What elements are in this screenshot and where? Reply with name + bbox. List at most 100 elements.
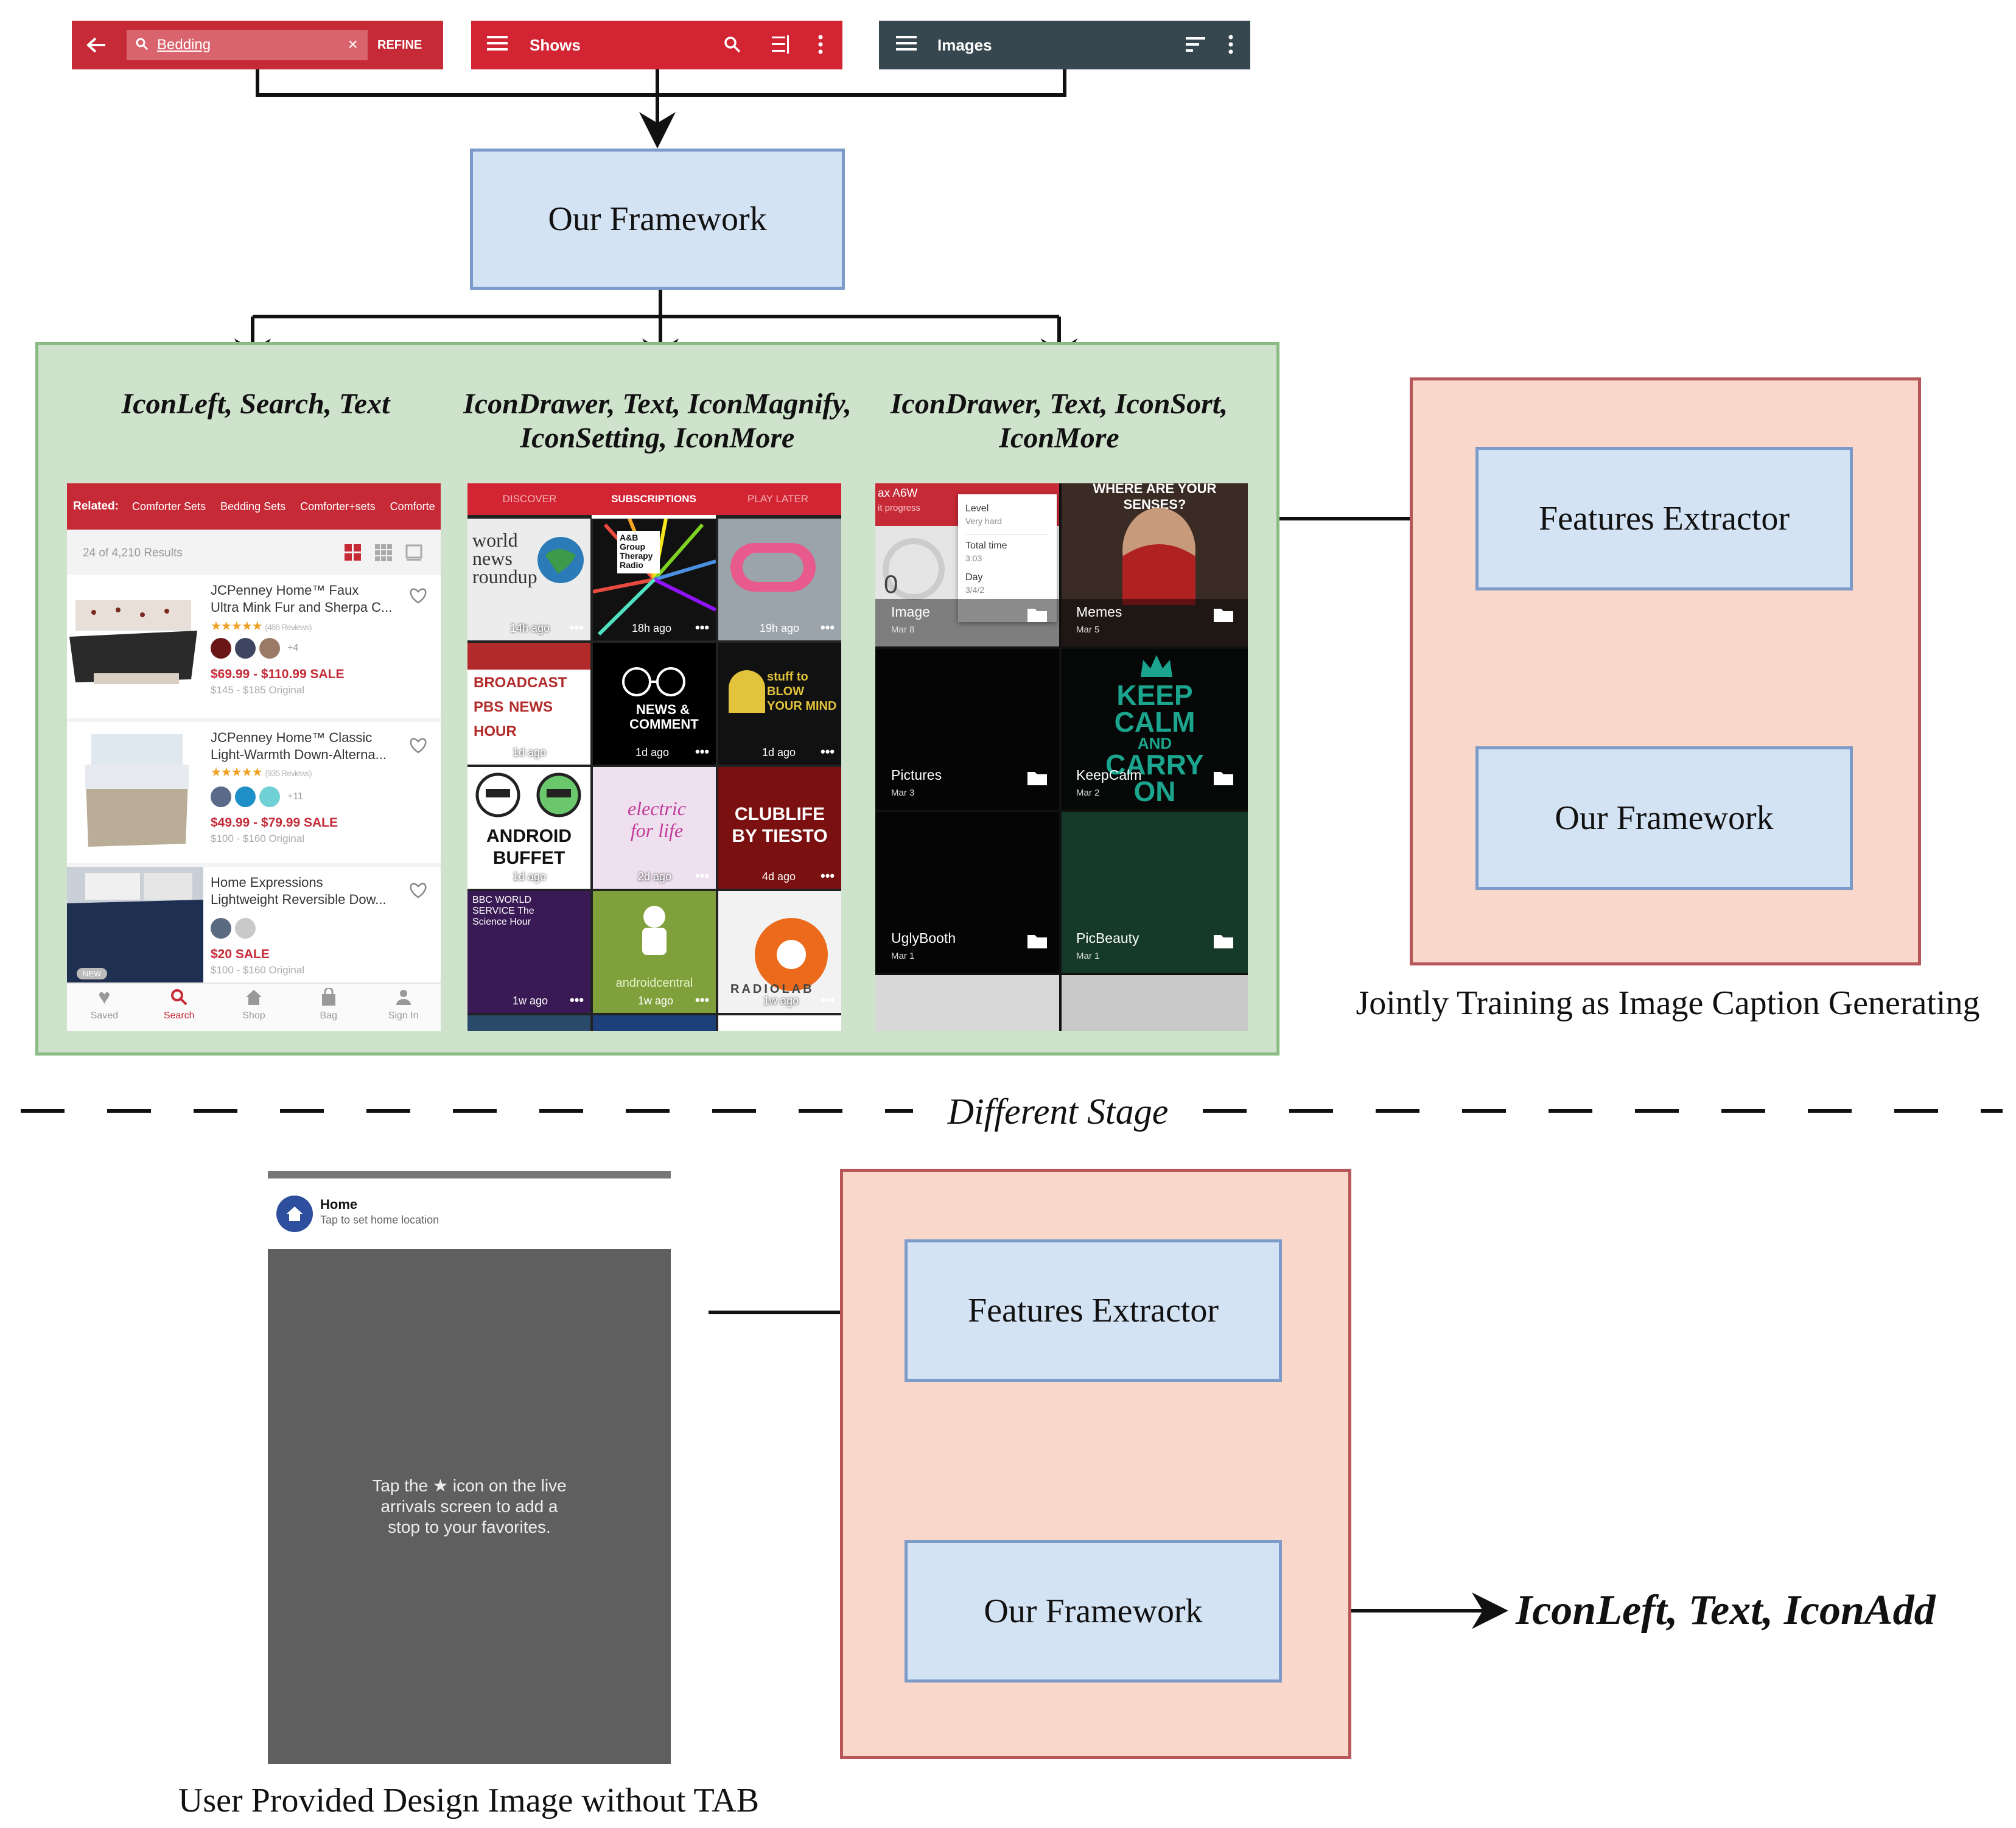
tab-play-later[interactable]: PLAY LATER — [747, 493, 809, 505]
search-input[interactable]: Bedding × — [127, 30, 368, 60]
home-icon[interactable] — [276, 1196, 313, 1232]
podcast-tile-partial[interactable] — [593, 1015, 716, 1031]
podcast-tile[interactable]: FULL BROADCAST PBS NEWS HOUR 1d ago ••• — [467, 643, 590, 765]
podcast-tile[interactable]: 19h ago ••• — [718, 519, 841, 640]
more-icon[interactable]: ••• — [821, 620, 835, 635]
podcast-art: androidcentral — [615, 976, 693, 990]
tab-subscriptions[interactable]: SUBSCRIPTIONS — [611, 493, 696, 505]
menu-icon[interactable] — [487, 35, 508, 55]
toolbar-jcp: Bedding × REFINE — [72, 21, 443, 69]
product-original: $100 - $160 Original — [211, 964, 305, 976]
folder-tile-partial[interactable] — [1062, 975, 1248, 1031]
screenshot-podcasts: DISCOVER SUBSCRIPTIONS PLAY LATER world … — [467, 483, 841, 1031]
more-icon[interactable]: ••• — [821, 868, 835, 883]
nav-shop[interactable]: Shop — [217, 984, 292, 1031]
heart-icon[interactable] — [409, 587, 427, 607]
more-icon[interactable]: ••• — [570, 620, 584, 635]
folder-tile[interactable]: PicBeauty Mar 1 — [1062, 812, 1248, 973]
more-icon[interactable]: ••• — [695, 868, 710, 883]
color-swatches[interactable]: +4 — [211, 638, 298, 659]
rating-stars: ★★★★★ (486 Reviews) — [211, 620, 312, 633]
sort-icon[interactable] — [1186, 37, 1205, 57]
heart-icon[interactable] — [409, 881, 427, 902]
podcast-tile[interactable]: androidcentral 1w ago ••• — [593, 891, 716, 1013]
search-value: Bedding — [157, 37, 211, 53]
podcast-art: BBC WORLD SERVICE The Science Hour — [472, 895, 534, 927]
caption-middle: IconDrawer, Text, IconMagnify, IconSetti… — [450, 387, 864, 455]
folder-name: Memes — [1076, 604, 1122, 620]
podcast-tile[interactable]: stuff to BLOW YOUR MIND 1d ago ••• — [718, 643, 841, 765]
product-original: $100 - $160 Original — [211, 833, 305, 844]
product-price: $20 SALE — [211, 947, 270, 961]
crown-icon — [1138, 653, 1175, 682]
podcast-tile[interactable]: NEWS & COMMENT 1d ago ••• — [593, 643, 716, 765]
more-icon[interactable]: ••• — [695, 744, 710, 759]
color-swatches[interactable] — [211, 918, 256, 939]
nav-saved[interactable]: ♥Saved — [67, 984, 142, 1031]
podcast-tile-partial[interactable] — [718, 1015, 841, 1031]
folder-tile[interactable]: Pictures Mar 3 — [875, 649, 1059, 810]
podcast-tile[interactable]: ANDROID BUFFET 1d ago ••• — [467, 767, 590, 889]
more-icon[interactable]: ••• — [570, 868, 584, 883]
related-chip[interactable]: Comforter+sets — [300, 500, 376, 513]
design-header: Home Tap to set home location — [268, 1178, 671, 1249]
podcast-tile-partial[interactable] — [467, 1015, 590, 1031]
podcast-tile[interactable]: electric for life 2d ago ••• — [593, 767, 716, 889]
heart-icon[interactable] — [409, 737, 427, 757]
training-caption: Jointly Training as Image Caption Genera… — [1356, 984, 1980, 1022]
podcast-tile[interactable]: BBC WORLD SERVICE The Science Hour 1w ag… — [467, 891, 590, 1013]
more-icon[interactable]: ••• — [821, 992, 835, 1007]
more-icon[interactable] — [1228, 34, 1233, 59]
magnify-icon[interactable] — [723, 35, 741, 58]
arrow-left-icon[interactable] — [72, 36, 121, 54]
single-view-icon[interactable] — [405, 544, 422, 564]
refine-button[interactable]: REFINE — [377, 38, 422, 52]
folder-name: PicBeauty — [1076, 930, 1139, 946]
related-chip[interactable]: Bedding Sets — [220, 500, 286, 513]
bottom-nav: ♥Saved Search Shop Bag Sign In — [67, 982, 441, 1031]
podcast-tile[interactable]: world news roundup 14h ago ••• — [467, 519, 590, 640]
related-chip[interactable]: Comforte — [390, 500, 435, 513]
menu-icon[interactable] — [896, 35, 917, 55]
nav-bag[interactable]: Bag — [291, 984, 366, 1031]
podcast-art: ANDROID BUFFET — [486, 826, 572, 868]
folder-icon — [1214, 933, 1233, 951]
product-image — [79, 728, 195, 856]
more-icon[interactable]: ••• — [695, 620, 710, 635]
folder-tile[interactable]: UglyBooth Mar 1 — [875, 812, 1059, 973]
search-icon — [135, 36, 149, 55]
person-icon — [366, 984, 441, 1010]
more-icon[interactable]: ••• — [570, 744, 584, 759]
podcast-tile[interactable]: A&B Group Therapy Radio 18h ago ••• — [593, 519, 716, 640]
setting-icon[interactable] — [772, 35, 791, 58]
caption-middle-line1: IconDrawer, Text, IconMagnify, — [463, 388, 852, 420]
more-icon[interactable]: ••• — [695, 992, 710, 1007]
more-icon[interactable] — [818, 34, 823, 59]
more-icon[interactable]: ••• — [570, 992, 584, 1007]
nav-search[interactable]: Search — [142, 984, 217, 1031]
related-chip[interactable]: Comforter Sets — [131, 500, 206, 513]
related-label: Related: — [73, 500, 119, 513]
more-icon[interactable]: ••• — [821, 744, 835, 759]
podcast-art: FULL BROADCAST PBS NEWS HOUR — [474, 650, 567, 740]
folder-tile[interactable]: WHERE ARE YOUR SENSES? Memes Mar 5 — [1062, 483, 1248, 646]
screenshot-shop: Related: Comforter Sets Bedding Sets Com… — [67, 483, 441, 1031]
clear-icon[interactable]: × — [348, 35, 358, 54]
folder-tile[interactable]: KEEP CALM AND CARRY ON KeepCalm Mar 2 — [1062, 649, 1248, 810]
podcast-tile[interactable]: CLUBLIFE BY TIESTO 4d ago ••• — [718, 767, 841, 889]
toolbar-title: Shows — [530, 35, 581, 54]
folder-tile-partial[interactable] — [875, 975, 1059, 1031]
grid-view-icon[interactable] — [345, 544, 362, 564]
folder-date: Mar 8 — [891, 625, 915, 635]
nav-signin[interactable]: Sign In — [366, 984, 441, 1031]
color-swatches[interactable]: +11 — [211, 786, 303, 807]
list-view-icon[interactable] — [375, 544, 392, 564]
tab-discover[interactable]: DISCOVER — [502, 493, 557, 505]
screenshot-gallery: ax A6W it progress 0 Level Very hard Tot… — [875, 483, 1248, 1031]
heart-icon: ♥ — [98, 986, 111, 1009]
folder-tile[interactable]: ax A6W it progress 0 Level Very hard Tot… — [875, 483, 1059, 646]
podcast-tile[interactable]: RADIOLAB 1w ago ••• — [718, 891, 841, 1013]
